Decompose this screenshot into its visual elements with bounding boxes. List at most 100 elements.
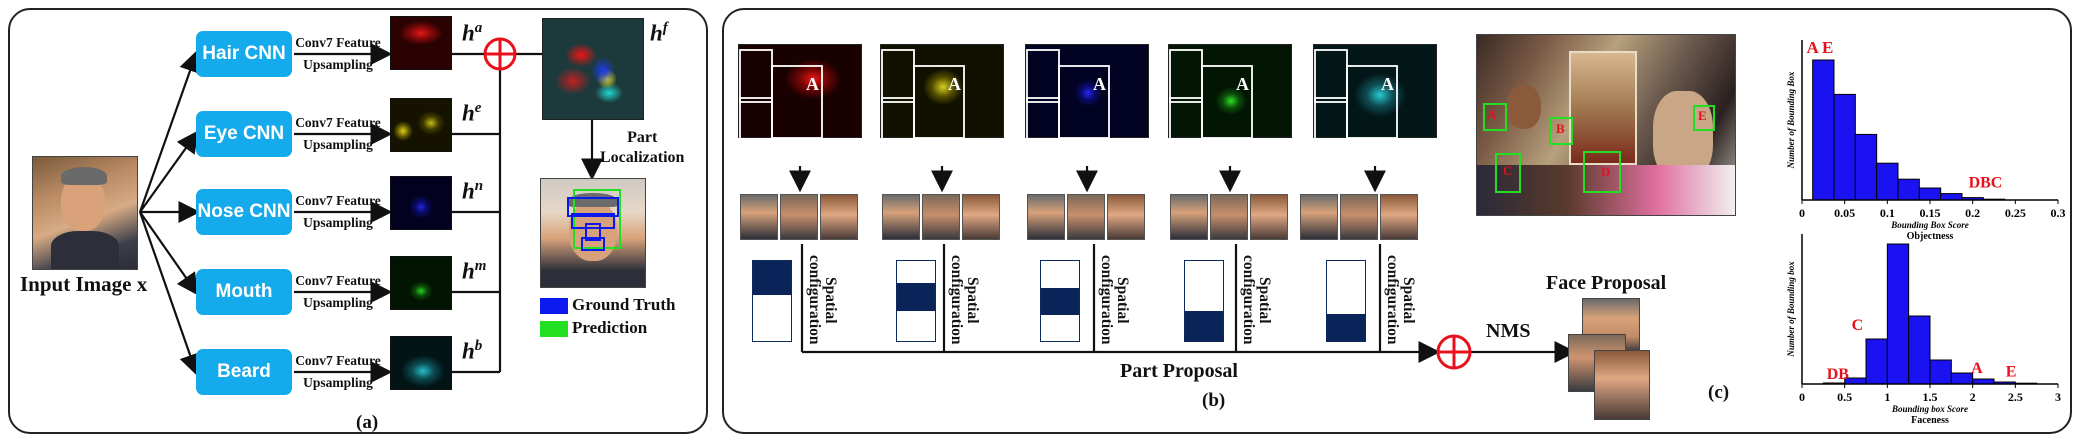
face-crop (1170, 194, 1208, 240)
annotation-db: DB (1827, 366, 1850, 383)
map-letter-a-5: A (1381, 74, 1394, 94)
h-label-a: ha (462, 20, 483, 46)
face-crop (1340, 194, 1378, 240)
x-axis-label: Bounding box Score (1891, 404, 1968, 414)
chart-title: Objectness (1907, 231, 1954, 242)
nose-heatmap (390, 176, 452, 230)
y-axis-label: Number of Bounding box (1786, 261, 1796, 358)
mouth-heatmap (390, 256, 452, 310)
histogram-bar (1897, 178, 1920, 201)
fused-heatmap (542, 18, 644, 120)
x-tick-label: 2.5 (2008, 390, 2023, 404)
spatial-config-label-2: Spatial configuration (948, 255, 981, 345)
spatial-config-mouth (1184, 260, 1224, 342)
h-label-e: he (462, 100, 482, 126)
x-tick-label: 2 (1970, 390, 1976, 404)
legend-ground-truth-label: Ground Truth (572, 295, 676, 314)
annotation-c: C (1852, 317, 1864, 334)
histogram-bar (1908, 315, 1931, 385)
x-tick-label: 0.1 (1880, 206, 1895, 220)
spatial-config-nose (1040, 260, 1080, 342)
x-tick-label: 0.2 (1965, 206, 1980, 220)
spatial-config-hair (752, 260, 792, 342)
spatial-config-eye (896, 260, 936, 342)
map-letter-a-3: A (1093, 74, 1106, 94)
x-tick-label: 0.25 (2005, 206, 2026, 220)
caption-c: (c) (1708, 382, 1730, 403)
histogram-bar (1950, 372, 1974, 385)
annotation-e: E (2006, 364, 2017, 381)
face-proposal-label: Face Proposal (1546, 272, 1667, 294)
histogram-bar (1876, 162, 1899, 201)
face-crop (1067, 194, 1105, 240)
spatial-config-label-4: Spatial configuration (1240, 255, 1273, 345)
proposal-map-hair (738, 44, 862, 138)
annotation-dbc: DBC (1969, 175, 2003, 192)
face-crop (1250, 194, 1288, 240)
caption-a: (a) (356, 412, 379, 433)
histogram-bar (1940, 193, 1963, 201)
legend-prediction-label: Prediction (572, 318, 648, 337)
panel-a-arrows (138, 37, 603, 383)
hair-heatmap (390, 16, 452, 70)
x-tick-label: 0.15 (1920, 206, 1941, 220)
y-axis-label: Number of Bounding Box (1786, 71, 1796, 169)
proposal-map-beard (1313, 44, 1437, 138)
x-tick-label: 0 (1799, 206, 1805, 220)
proposal-map-mouth (1168, 44, 1292, 138)
eye-heatmap (390, 98, 452, 152)
chart-title: Faceness (1911, 415, 1949, 426)
face-crop (962, 194, 1000, 240)
h-label-f: hf (650, 20, 668, 46)
input-image-label: Input Image x (20, 272, 148, 296)
proposal-map-eye (880, 44, 1004, 138)
spatial-config-label-1: Spatial configuration (806, 255, 839, 345)
face-crop (1027, 194, 1065, 240)
histogram-bar (1812, 59, 1835, 201)
h-label-n: hn (462, 178, 484, 204)
face-crop (1300, 194, 1338, 240)
nms-label: NMS (1486, 320, 1531, 342)
face-crop (922, 194, 960, 240)
x-tick-label: 1 (1884, 390, 1890, 404)
annotation-ae: A E (1806, 38, 1833, 57)
face-crop (820, 194, 858, 240)
caption-b: (b) (1202, 390, 1226, 411)
photo-letter-d: D (1601, 164, 1611, 179)
photo-letter-a: A (1487, 107, 1497, 122)
legend-prediction-swatch (540, 321, 568, 337)
map-letter-a-1: A (806, 74, 819, 94)
histogram-bar (1886, 243, 1910, 385)
mouth-cnn-box: Mouth CNN (196, 269, 292, 348)
photo-letter-b: B (1556, 121, 1565, 136)
eye-cnn-box: Eye CNN (196, 111, 292, 157)
proposal-map-nose (1025, 44, 1149, 138)
h-label-m: hm (462, 258, 487, 284)
x-tick-label: 0 (1799, 390, 1805, 404)
part-proposal-label: Part Proposal (1120, 360, 1238, 382)
face-crop (882, 194, 920, 240)
nose-cnn-box: Nose CNN (196, 189, 292, 235)
beard-heatmap (390, 336, 452, 390)
h-label-b: hb (462, 338, 483, 364)
map-letter-a-2: A (948, 74, 961, 94)
x-tick-label: 0.3 (2051, 206, 2066, 220)
input-face-photo (32, 156, 138, 270)
beard-cnn-box: Beard CNN (196, 349, 292, 428)
annotation-a: A (1971, 360, 1983, 377)
spatial-config-label-5: Spatial configuration (1384, 255, 1417, 345)
x-tick-label: 0.5 (1837, 390, 1852, 404)
localized-face-photo (540, 178, 646, 288)
photo-letter-e: E (1698, 108, 1707, 123)
face-crop (1107, 194, 1145, 240)
spatial-config-label-3: Spatial configuration (1098, 255, 1131, 345)
face-crop (1210, 194, 1248, 240)
